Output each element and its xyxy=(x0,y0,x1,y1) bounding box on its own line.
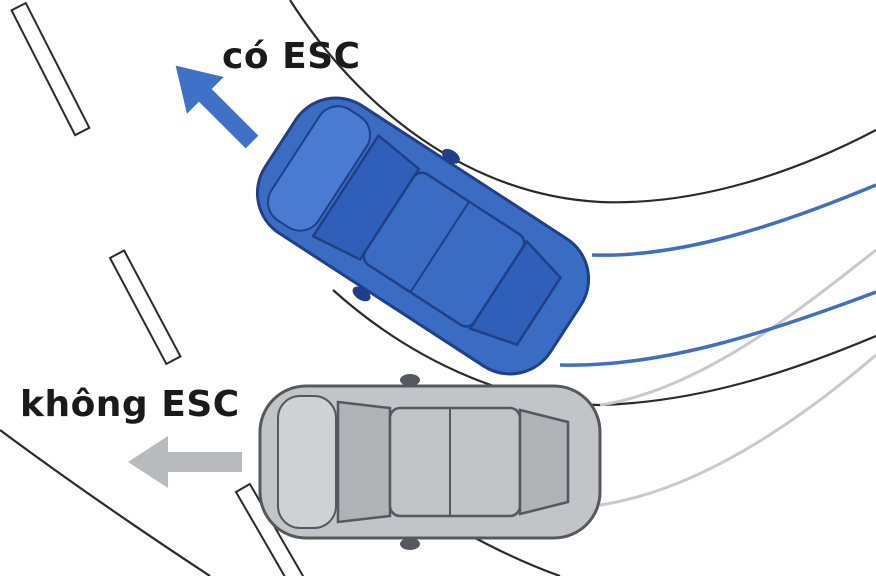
blue-car-icon xyxy=(255,96,591,376)
label-without-esc: không ESC xyxy=(20,384,240,425)
gray-track-lower xyxy=(599,353,876,507)
blue-tracks xyxy=(559,183,876,367)
road-edge-left xyxy=(0,429,211,576)
gray-track-upper xyxy=(599,248,876,407)
blue-track-upper xyxy=(591,183,876,257)
road-edge-inner xyxy=(332,289,876,407)
lane-dash xyxy=(108,249,182,366)
lane-dash xyxy=(10,1,91,137)
gray-arrow-icon xyxy=(128,436,242,488)
gray-car-icon xyxy=(258,374,602,550)
road-edge-outer xyxy=(289,0,876,204)
lane-markings xyxy=(10,1,307,576)
gray-tracks xyxy=(599,248,876,507)
label-with-esc: có ESC xyxy=(222,36,361,77)
blue-arrow-icon xyxy=(175,65,259,149)
blue-track-lower xyxy=(559,290,876,367)
lane-dash xyxy=(234,482,307,576)
